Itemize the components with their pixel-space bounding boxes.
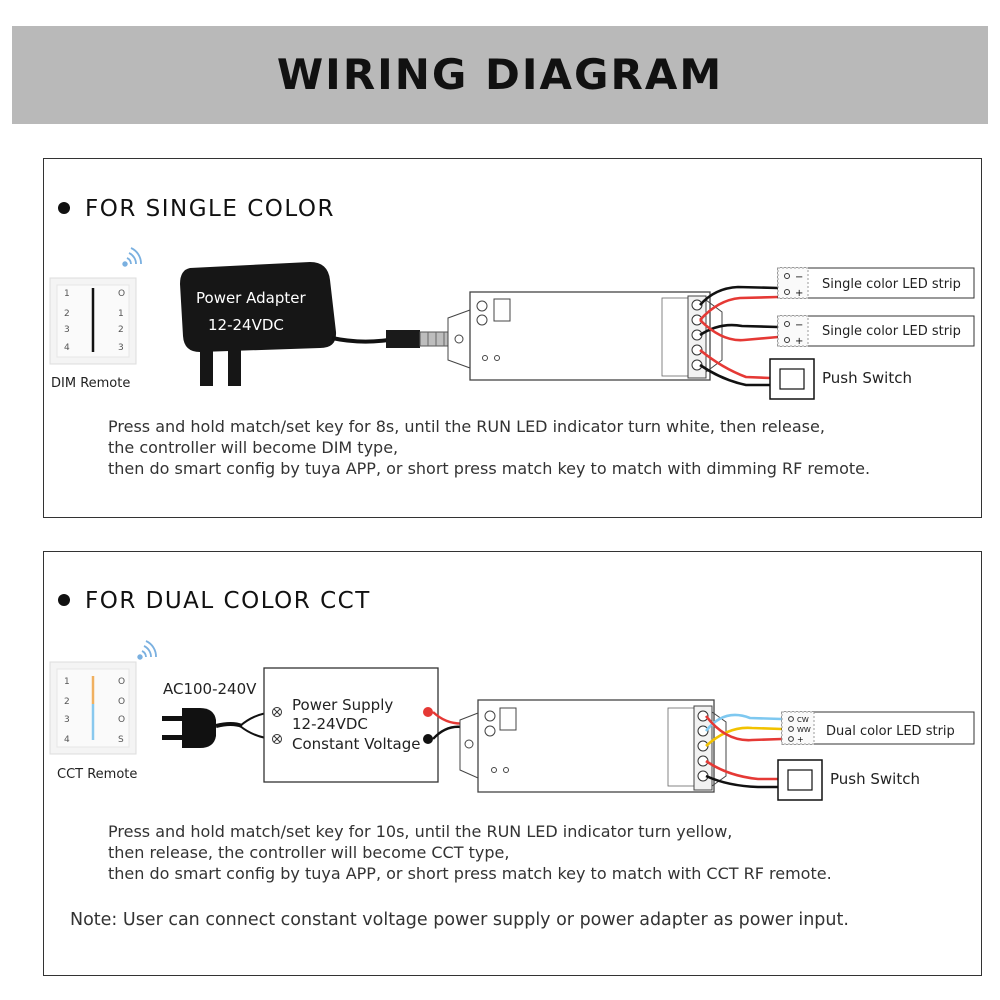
remote-key: 3 <box>64 715 70 725</box>
power-input-note: Note: User can connect constant voltage … <box>70 910 849 930</box>
remote-key: 2 <box>64 697 70 707</box>
bullet-icon <box>58 593 70 606</box>
push-switch-cct-label: Push Switch <box>830 770 920 788</box>
single-led-strip-1-label: Single color LED strip <box>822 277 961 292</box>
wireless-signal-icon <box>137 640 157 660</box>
remote-key: O <box>118 697 125 707</box>
remote-key: 4 <box>64 343 70 353</box>
push-switch-single-label: Push Switch <box>822 369 912 387</box>
cct-instructions: Press and hold match/set key for 10s, un… <box>108 821 832 884</box>
power-adapter <box>180 262 468 386</box>
remote-key: 3 <box>118 343 124 353</box>
remote-key: 2 <box>64 309 70 319</box>
push-switch-cct <box>777 759 823 801</box>
remote-key: 1 <box>64 289 70 299</box>
cct-remote: 1 2 3 4 O O O S <box>49 661 137 755</box>
remote-key: 3 <box>64 325 70 335</box>
remote-key: O <box>118 289 125 299</box>
strip-pin-label: WW <box>797 726 811 734</box>
svg-text:−: − <box>795 272 803 283</box>
dim-remote: 1 2 3 4 O 1 2 3 <box>49 277 137 365</box>
instruction-line: Press and hold match/set key for 10s, un… <box>108 822 733 841</box>
bullet-icon <box>58 201 70 214</box>
adapter-label-line1: Power Adapter <box>196 289 306 307</box>
svg-text:+: + <box>795 288 803 299</box>
title-banner <box>12 26 988 124</box>
psu-label-line2: 12-24VDC <box>292 715 368 733</box>
controller-single <box>447 291 723 381</box>
cct-remote-label: CCT Remote <box>57 767 137 782</box>
ac-input-label: AC100-240V <box>163 680 257 698</box>
single-led-strip-2: − + <box>777 315 975 347</box>
single-color-heading: FOR SINGLE COLOR <box>58 196 335 222</box>
remote-key: 1 <box>118 309 124 319</box>
controller-cct <box>459 699 727 793</box>
output-wires-cct <box>704 713 783 789</box>
instruction-line: Press and hold match/set key for 8s, unt… <box>108 417 825 436</box>
dual-color-cct-heading: FOR DUAL COLOR CCT <box>58 588 371 614</box>
instruction-line: then release, the controller will become… <box>108 843 510 862</box>
strip-pin-label: + <box>797 735 804 744</box>
remote-key: 2 <box>118 325 124 335</box>
psu-label-line3: Constant Voltage <box>292 735 420 753</box>
ac-plug <box>162 708 276 748</box>
remote-key: O <box>118 715 125 725</box>
instruction-line: the controller will become DIM type, <box>108 438 399 457</box>
remote-key: 4 <box>64 735 70 745</box>
dual-led-strip <box>781 711 975 745</box>
single-instructions: Press and hold match/set key for 8s, unt… <box>108 416 870 479</box>
remote-key: O <box>118 677 125 687</box>
single-led-strip-1: − + <box>777 267 975 299</box>
adapter-label-line2: 12-24VDC <box>208 316 284 334</box>
svg-text:−: − <box>795 320 803 331</box>
output-wires-single <box>699 285 779 387</box>
psu-label-line1: Power Supply <box>292 696 393 714</box>
strip-pin-label: CW <box>797 716 809 724</box>
single-led-strip-2-label: Single color LED strip <box>822 324 961 339</box>
wireless-signal-icon <box>122 247 142 267</box>
push-switch-single <box>769 358 815 400</box>
instruction-line: then do smart config by tuya APP, or sho… <box>108 864 832 883</box>
remote-key: S <box>118 735 124 745</box>
svg-text:+: + <box>795 336 803 347</box>
instruction-line: then do smart config by tuya APP, or sho… <box>108 459 871 478</box>
dual-led-strip-label: Dual color LED strip <box>826 724 955 739</box>
page-title: WIRING DIAGRAM <box>276 50 724 99</box>
power-supply <box>263 667 439 783</box>
dim-remote-label: DIM Remote <box>51 376 130 391</box>
remote-key: 1 <box>64 677 70 687</box>
